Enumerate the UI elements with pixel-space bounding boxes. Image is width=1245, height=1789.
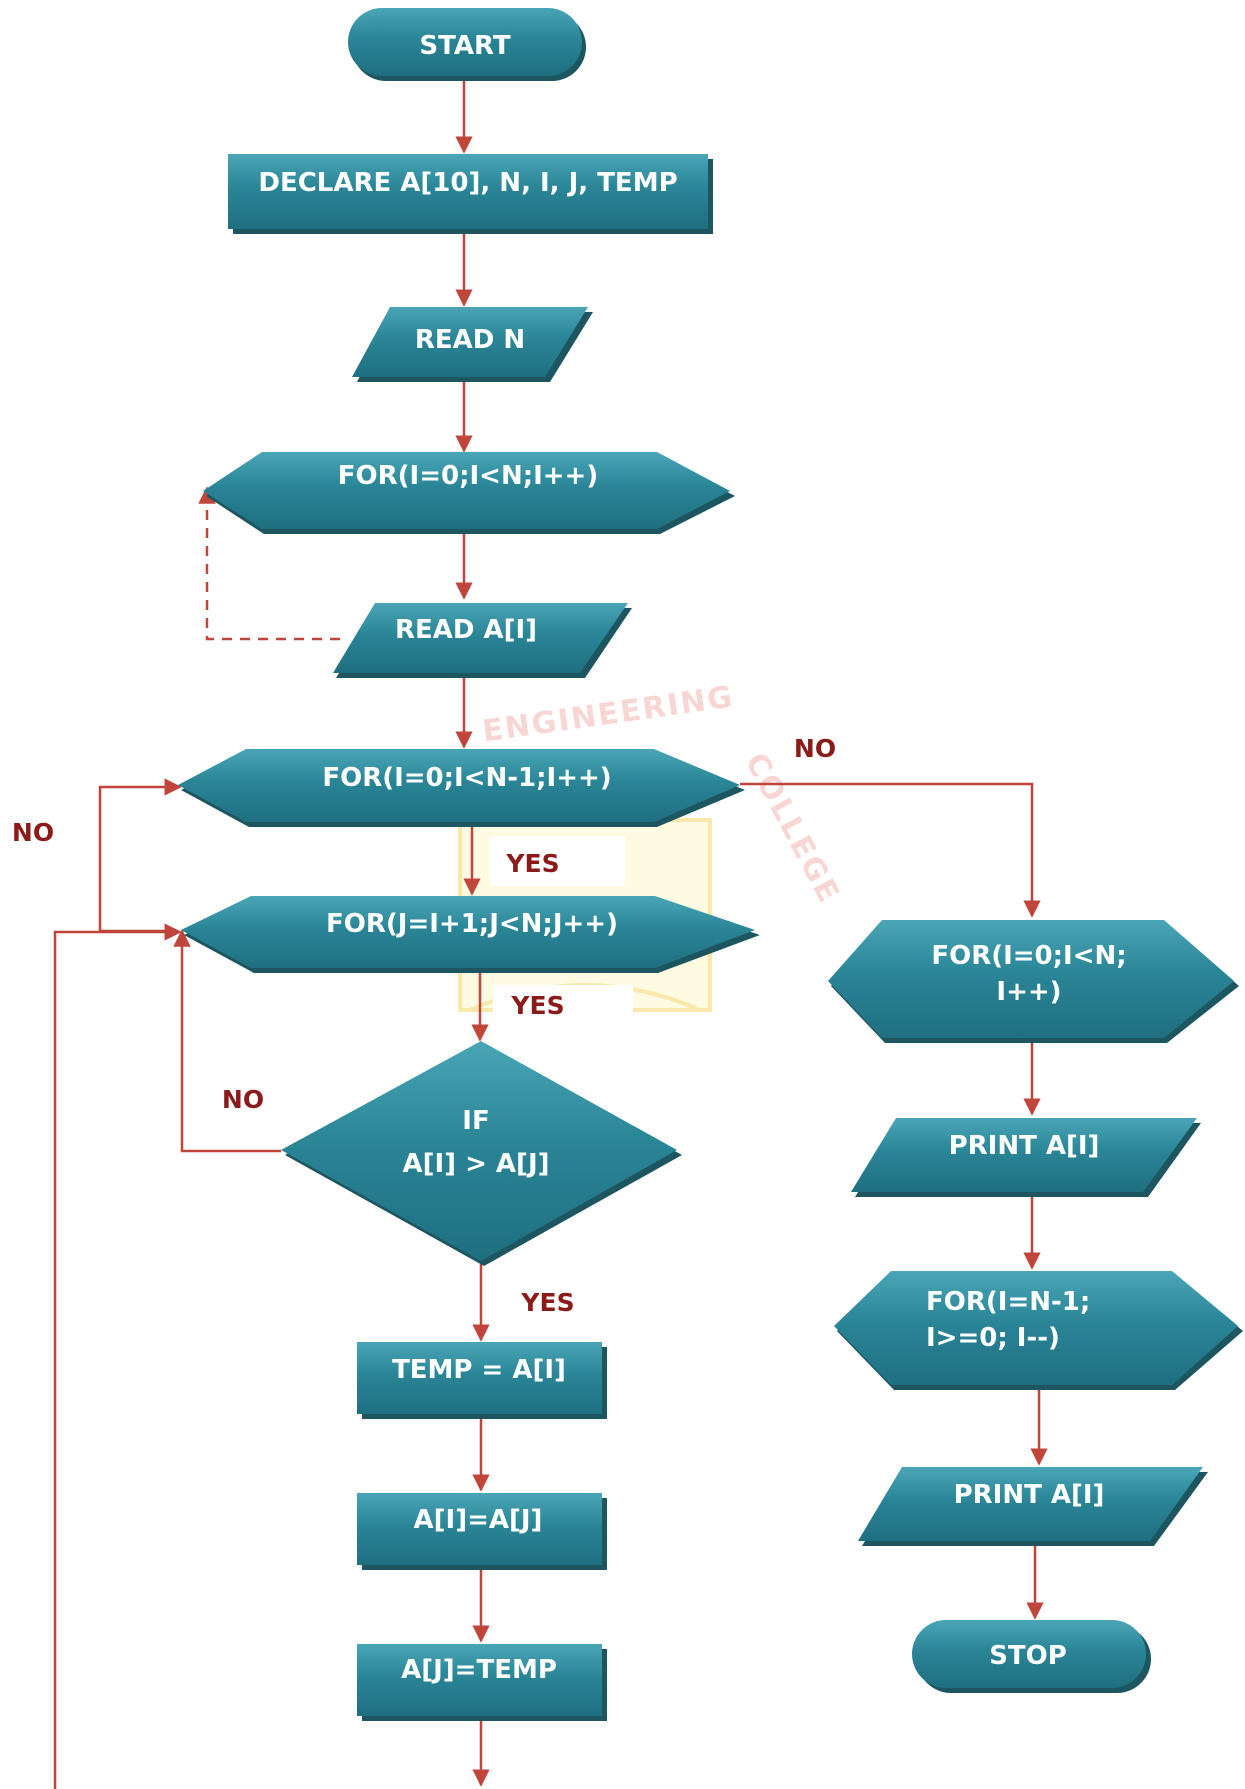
declare-process: DECLARE A[10], N, I, J, TEMP bbox=[228, 154, 713, 234]
read-ai-label: READ A[I] bbox=[395, 615, 537, 645]
ai-assign-process: A[I]=A[J] bbox=[357, 1493, 607, 1570]
print-2-label: PRINT A[I] bbox=[954, 1480, 1105, 1510]
read-n-input: READ N bbox=[352, 307, 593, 382]
print-2-output: PRINT A[I] bbox=[858, 1467, 1208, 1546]
if-label-line2: A[I] > A[J] bbox=[402, 1149, 549, 1179]
for-read-label: FOR(I=0;I<N;I++) bbox=[338, 461, 598, 491]
declare-label: DECLARE A[10], N, I, J, TEMP bbox=[258, 168, 677, 198]
for-reverse-loop: FOR(I=N-1; I>=0; I--) bbox=[834, 1271, 1243, 1390]
watermark-arc-text: ENGINEERING bbox=[480, 680, 736, 750]
temp-assign-label: TEMP = A[I] bbox=[392, 1355, 566, 1385]
for-inner-label: FOR(J=I+1;J<N;J++) bbox=[326, 909, 618, 939]
for-print-label-line2: I++) bbox=[996, 977, 1061, 1007]
start-terminator: START bbox=[348, 8, 586, 81]
connectors bbox=[53, 78, 1048, 1789]
label-yes-inner: YES bbox=[510, 991, 564, 1020]
aj-assign-label: A[J]=TEMP bbox=[401, 1655, 557, 1685]
loop-read-back-arrow bbox=[198, 486, 340, 641]
if-label-line1: IF bbox=[462, 1106, 489, 1136]
print-1-output: PRINT A[I] bbox=[851, 1118, 1201, 1197]
for-print-label-line1: FOR(I=0;I<N; bbox=[931, 941, 1126, 971]
stop-label: STOP bbox=[989, 1641, 1067, 1671]
aj-assign-process: A[J]=TEMP bbox=[357, 1644, 607, 1721]
for-inner-loop: FOR(J=I+1;J<N;J++) bbox=[181, 896, 760, 973]
for-outer-label: FOR(I=0;I<N-1;I++) bbox=[322, 763, 611, 793]
label-no-outer: NO bbox=[794, 734, 836, 763]
ai-assign-label: A[I]=A[J] bbox=[414, 1505, 543, 1535]
label-yes-if: YES bbox=[520, 1288, 574, 1317]
print-1-label: PRINT A[I] bbox=[949, 1131, 1100, 1161]
for-print-loop: FOR(I=0;I<N; I++) bbox=[828, 920, 1239, 1043]
stop-terminator: STOP bbox=[912, 1620, 1151, 1693]
start-label: START bbox=[419, 31, 510, 61]
read-n-label: READ N bbox=[415, 325, 525, 355]
for-read-loop: FOR(I=0;I<N;I++) bbox=[203, 452, 735, 534]
for-reverse-label-line2: I>=0; I--) bbox=[926, 1323, 1060, 1353]
read-ai-input: READ A[I] bbox=[333, 603, 632, 678]
watermark-college-text: COLLEGE bbox=[738, 747, 847, 909]
arrow-loop-to-inner bbox=[53, 923, 182, 1789]
label-yes-outer: YES bbox=[505, 849, 559, 878]
if-decision: IF A[I] > A[J] bbox=[281, 1041, 682, 1266]
branch-labels: NO NO YES YES NO YES bbox=[12, 734, 836, 1317]
arrow-if-no-to-inner bbox=[173, 929, 281, 1153]
label-no-if: NO bbox=[222, 1085, 264, 1114]
arrow-inner-no-to-outer bbox=[98, 778, 182, 933]
arrow-outer-no-branch bbox=[740, 782, 1041, 918]
label-no-left: NO bbox=[12, 818, 54, 847]
for-outer-loop: FOR(I=0;I<N-1;I++) bbox=[178, 749, 745, 827]
temp-assign-process: TEMP = A[I] bbox=[357, 1342, 607, 1419]
for-reverse-label-line1: FOR(I=N-1; bbox=[926, 1287, 1090, 1317]
